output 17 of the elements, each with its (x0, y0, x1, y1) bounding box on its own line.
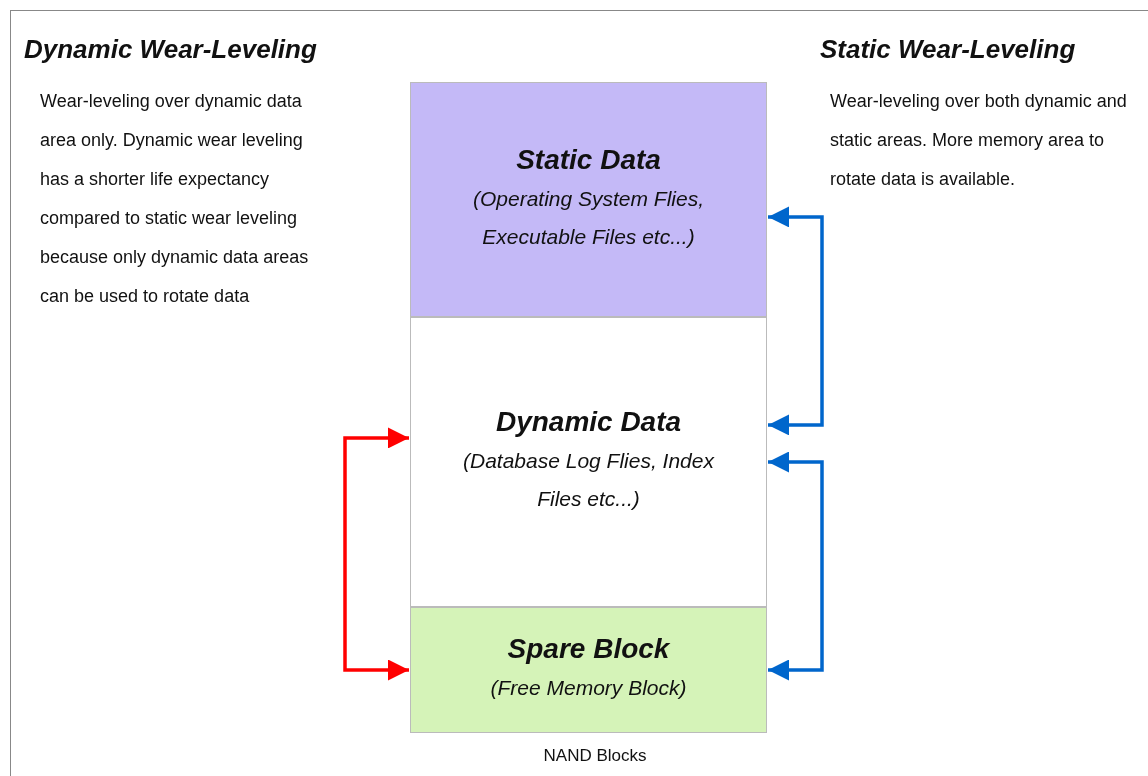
block-description: (Free Memory Block) (490, 675, 687, 701)
double-headed-arrow (768, 451, 824, 681)
section-heading: Static Wear-Leveling (820, 34, 1077, 65)
double-headed-arrow (343, 427, 409, 681)
block-description: (Database Log Flies, Index Files etc...) (462, 448, 716, 512)
description-paragraph: Wear-leveling over both dynamic and static areas. More memory area to rotate data is available. (830, 90, 1128, 191)
static-data-block (410, 82, 767, 317)
spare-block (410, 607, 767, 733)
dynamic-data-block (410, 317, 767, 607)
block-description: (Operating System Flies, Executable Files etc...) (471, 185, 706, 250)
block-title: Static Data (516, 143, 661, 176)
block-title: Dynamic Data (495, 406, 682, 438)
double-headed-arrow (768, 206, 824, 436)
section-heading: Dynamic Wear-Leveling (24, 34, 318, 65)
block-title: Spare Block (507, 633, 670, 665)
description-paragraph: Wear-leveling over dynamic data area only. Dynamic wear leveling has a shorter life expectancy compared to static wear leveling because only dynamic data areas can be used to rotate data (40, 90, 310, 308)
caption-text: NAND Blocks (542, 746, 648, 766)
